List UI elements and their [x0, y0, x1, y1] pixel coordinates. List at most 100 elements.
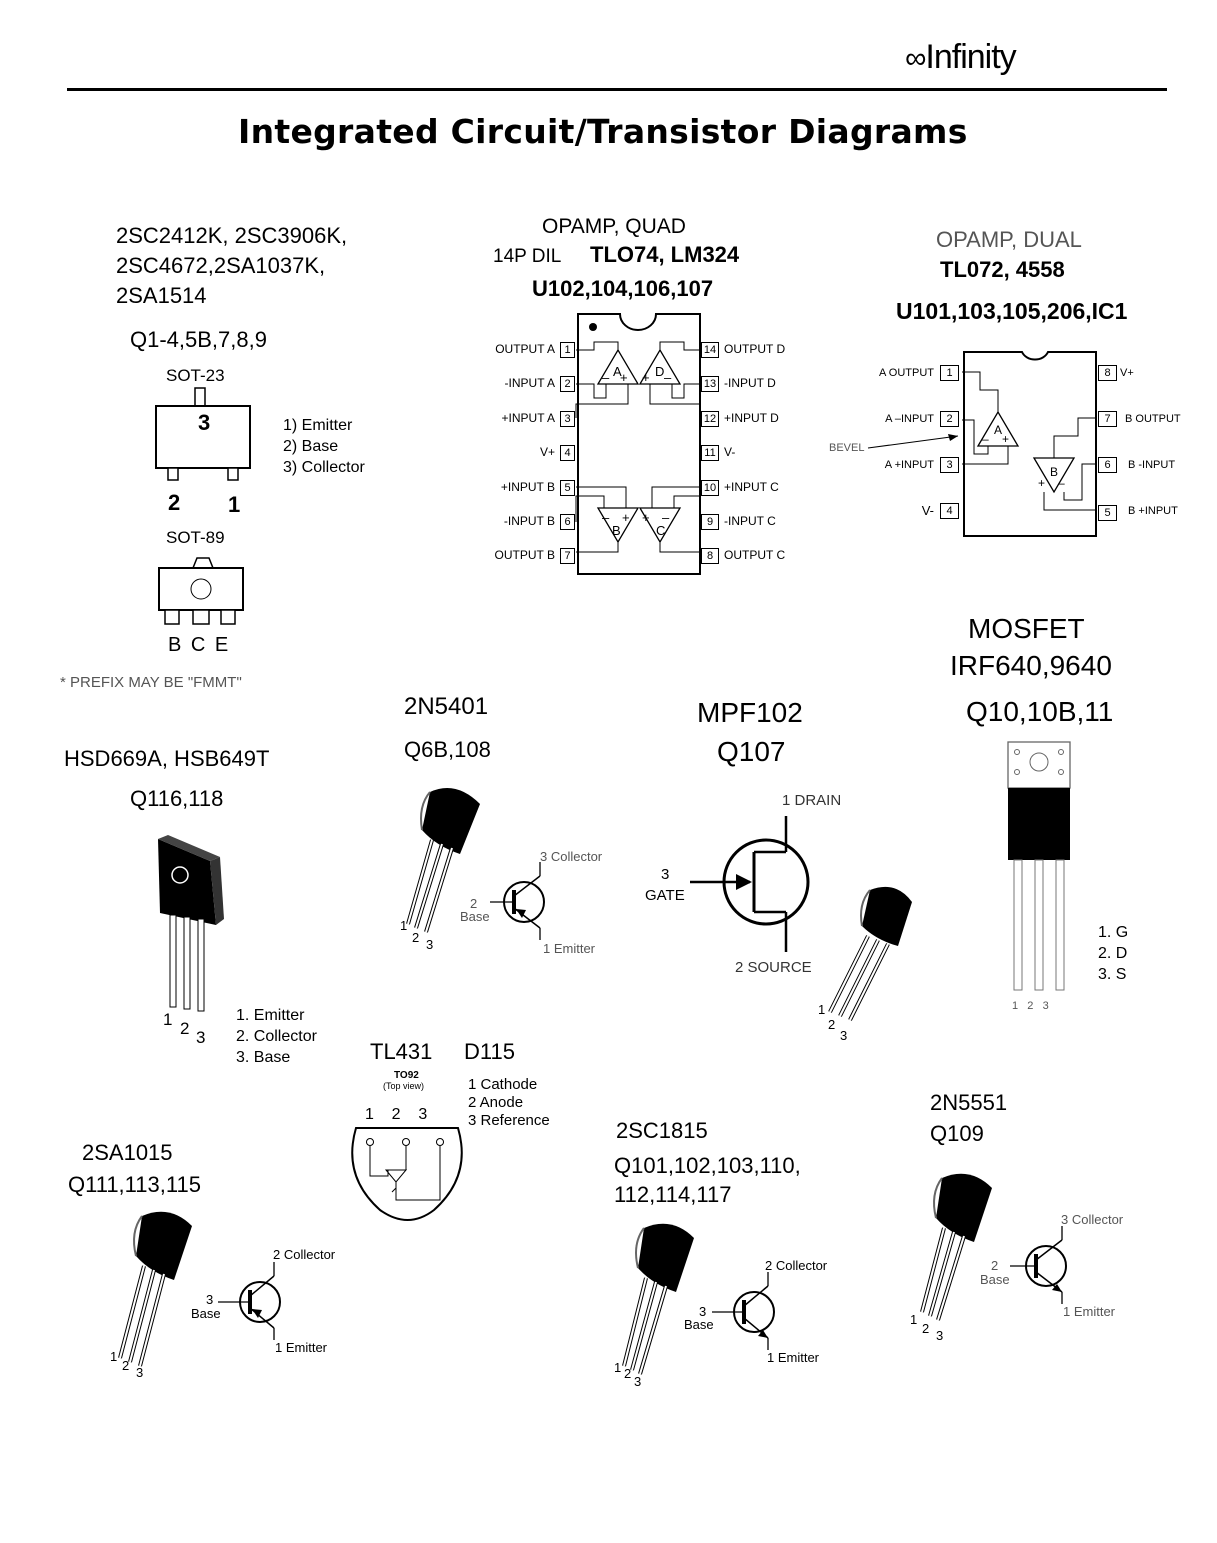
- mosfet-title: MOSFET: [968, 613, 1085, 644]
- n5401-emitter-label: 1 Emitter: [543, 941, 596, 956]
- quad-pin-number: 14: [701, 342, 719, 358]
- quad-pin-number: 12: [701, 411, 719, 427]
- svg-text:+: +: [1002, 432, 1009, 446]
- to92-package-n5551: [920, 1173, 992, 1321]
- mpf-pin-1: 1: [818, 1002, 826, 1017]
- quad-title: OPAMP, QUAD: [542, 215, 686, 238]
- dual-parts: TL072, 4558: [940, 257, 1065, 282]
- svg-text:–: –: [664, 370, 672, 385]
- n5401-pin-3: 3: [426, 937, 434, 952]
- quad-amp-c-label: C: [656, 523, 666, 538]
- tl431-pin-numbers: 1 2 3: [365, 1106, 428, 1123]
- quad-pin-label: -INPUT A: [504, 376, 555, 390]
- tl431-view: (Top view): [383, 1081, 425, 1091]
- sot23-pin-right: 1: [228, 492, 241, 517]
- sot-legend-2: 2) Base: [283, 438, 339, 455]
- sc1815-base-label: Base: [684, 1317, 714, 1332]
- jfet-symbol: [690, 816, 810, 952]
- hsd-pin-2: 2: [180, 1019, 190, 1038]
- dual-amp-a-label: A: [994, 423, 1003, 437]
- sot-refs: Q1-4,5B,7,8,9: [130, 327, 267, 352]
- sot23-pin-center: 3: [198, 410, 211, 435]
- sc1815-collector-label: 2 Collector: [765, 1258, 828, 1273]
- tl431-legend-3: 3 Reference: [468, 1112, 550, 1129]
- quad-pin-label: -INPUT C: [724, 514, 776, 528]
- sot-prefix-note: * PREFIX MAY BE "FMMT": [60, 674, 242, 691]
- quad-amp-a-label: A: [613, 364, 622, 379]
- to92-package-n5401: [406, 788, 480, 933]
- to220-package: [1007, 741, 1071, 991]
- mpf-pin-2: 2: [828, 1017, 836, 1032]
- quad-pin-label: +INPUT B: [500, 480, 555, 494]
- sot23-label: SOT-23: [166, 366, 225, 385]
- svg-text:+: +: [620, 370, 628, 385]
- n5551-pin-3: 3: [936, 1328, 944, 1343]
- mosfet-parts: IRF640,9640: [950, 650, 1112, 681]
- mosfet-pin-numbers: 1 2 3: [1012, 1000, 1049, 1012]
- mosfet-legend-3: 3. S: [1098, 966, 1127, 983]
- quad-refs: U102,104,106,107: [532, 276, 714, 301]
- mpf-pin-3: 3: [840, 1028, 848, 1043]
- tl431-top-view: [351, 1127, 463, 1221]
- infinity-logo-icon: ∞: [905, 42, 926, 75]
- mpf-gate-num: 3: [661, 866, 670, 883]
- quad-pin-number: 5: [560, 480, 575, 496]
- n5551-base-num: 2: [991, 1258, 999, 1273]
- sc1815-base-num: 3: [699, 1304, 707, 1319]
- quad-pin-number: 4: [560, 445, 575, 461]
- quad-pin-number: 2: [560, 376, 575, 392]
- quad-pin-label: OUTPUT A: [495, 342, 555, 356]
- svg-text:–: –: [982, 432, 989, 446]
- quad-pin-label: V+: [539, 445, 555, 459]
- brand-logo: ∞Infinity: [905, 38, 1017, 77]
- dual-refs: U101,103,105,206,IC1: [896, 298, 1128, 324]
- sa1015-pin-1: 1: [110, 1349, 118, 1364]
- quad-pin-label: OUTPUT D: [724, 342, 786, 356]
- sot23-package: [155, 387, 251, 481]
- n5401-base-label: Base: [460, 909, 490, 924]
- quad-pin-label: +INPUT A: [501, 411, 555, 425]
- sot89-pins-bce: B C E: [168, 634, 231, 656]
- n5401-part: 2N5401: [404, 693, 489, 720]
- quad-pin-number: 13: [701, 376, 719, 392]
- header-rule: [67, 88, 1167, 91]
- svg-text:+: +: [642, 510, 650, 525]
- quad-pin-number: 9: [701, 514, 719, 530]
- sc1815-refs-line1: Q101,102,103,110,: [614, 1153, 801, 1178]
- n5401-collector-label: 3 Collector: [540, 849, 603, 864]
- bevel-arrow: [867, 434, 959, 449]
- to126-package: [158, 835, 224, 1012]
- mpf-drain-label: 1 DRAIN: [782, 792, 842, 809]
- dual-pin-label: A +INPUT: [884, 459, 934, 471]
- pnp-symbol-sa1015: [218, 1262, 281, 1340]
- tl431-part: TL431: [370, 1039, 433, 1064]
- svg-text:+: +: [1038, 476, 1045, 490]
- sot89-label: SOT-89: [166, 528, 225, 547]
- sc1815-refs-line2: 112,114,117: [614, 1182, 732, 1207]
- quad-pin-label: -INPUT D: [724, 376, 776, 390]
- dual-pin-label: B +INPUT: [1128, 505, 1178, 517]
- dual-pin-number: 7: [1098, 411, 1117, 427]
- tl431-ref: D115: [464, 1039, 515, 1064]
- quad-pin-label: -INPUT B: [503, 514, 555, 528]
- sot-legend-3: 3) Collector: [283, 459, 365, 476]
- dual-pin-number: 2: [940, 411, 959, 427]
- to92-package-sa1015: [118, 1211, 192, 1367]
- hsd-pin-3: 3: [196, 1028, 206, 1047]
- sa1015-base-label: Base: [191, 1306, 221, 1321]
- dual-pin-number: 5: [1098, 505, 1117, 521]
- n5551-part: 2N5551: [930, 1090, 1008, 1115]
- quad-pin-label: +INPUT D: [724, 411, 779, 425]
- svg-text:–: –: [1058, 476, 1065, 490]
- mpf-refs: Q107: [717, 736, 786, 767]
- quad-pin-number: 10: [701, 480, 719, 496]
- sc1815-pin-3: 3: [634, 1374, 642, 1389]
- mpf-source-label: 2 SOURCE: [735, 959, 812, 976]
- hsd-legend-2: 2. Collector: [236, 1028, 317, 1045]
- dual-dil-body: –+ +–: [962, 351, 1097, 537]
- sa1015-base-num: 3: [206, 1292, 214, 1307]
- tl431-package: TO92: [394, 1070, 419, 1081]
- to92-package-sc1815: [622, 1223, 694, 1375]
- sot-parts-line2: 2SC4672,2SA1037K,: [116, 253, 326, 278]
- dual-pin-number: 3: [940, 457, 959, 473]
